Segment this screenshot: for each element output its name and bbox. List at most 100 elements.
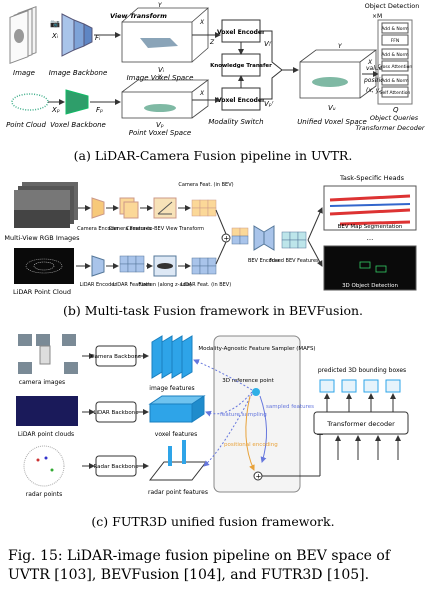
fused-bev-grid (281, 231, 307, 249)
mafs-title: Modality-Agnostic Feature Sampler (MAFS) (198, 346, 315, 352)
vp2-label: Vₚʳ (264, 100, 275, 108)
figure-caption: Fig. 15: LiDAR-image fusion pipeline on … (8, 548, 391, 583)
ref-point-icon (252, 388, 260, 396)
unified-voxel-label: Unified Voxel Space (297, 118, 367, 126)
bev-encoder-icon (253, 225, 265, 251)
lidar-encoder-label: LiDAR Encoder (80, 282, 118, 288)
lidar-features-icon (119, 255, 145, 273)
svg-text:+: + (224, 235, 230, 243)
image-backbone (61, 13, 93, 57)
decoder-block-4: Cross Attention (378, 64, 413, 70)
radar-backbone-label: Radar Backbone (93, 464, 139, 470)
axis-y-u: Y (338, 43, 343, 50)
position-label: position (363, 77, 388, 84)
radar-backbone-box (95, 455, 137, 477)
transformer-decoder-label: Transformer decoder (326, 420, 395, 428)
radar-features-plane (148, 440, 208, 481)
transformer-decoder-label: Transformer Decoder (356, 124, 426, 132)
axis-y-2: Y (158, 74, 163, 81)
axis-z-1: Z (209, 39, 215, 46)
point-voxel-label: Point Voxel Space (129, 129, 191, 137)
lidar-cloud-image (14, 248, 74, 284)
caption-c: (c) FUTR3D unified fusion framework. (91, 514, 335, 529)
point-cloud-label: Point Cloud (6, 121, 46, 129)
feature-sampling-label: feature sampling (220, 412, 267, 418)
lidar-encoder-icon (91, 255, 105, 277)
sampled-features-label: sampled features (266, 404, 314, 410)
camera-encoder-icon (91, 197, 105, 219)
cam-to-bev-label: Camera-to-BEV View Transform (126, 226, 204, 232)
camera-images-label: camera images (19, 379, 65, 386)
axis-x-2: X (199, 90, 205, 97)
fused-input-grid (231, 227, 249, 245)
image-voxel-box (121, 7, 210, 63)
image-features-label: image features (149, 385, 194, 392)
modality-switch-label: Modality Switch (208, 118, 263, 126)
voxel-features-label: voxel features (155, 431, 197, 438)
fp-label: Fₚ (96, 106, 103, 114)
camera-backbone-label: Camera Backbone (91, 354, 142, 360)
xi-label: Xᵢ (51, 32, 59, 40)
vp-label: Vₚ (156, 121, 164, 129)
caption-a: (a) LiDAR-Camera Fusion pipeline in UVTR… (73, 148, 353, 163)
vi-label: Vᵢ (158, 66, 165, 74)
lidar-feat-label: LiDAR Feat. (in BEV) (181, 282, 231, 288)
lidar-features-label: LiDAR Features (113, 282, 151, 288)
axis-x-u: X (367, 59, 373, 66)
fused-label: Fused BEV Features (269, 258, 319, 264)
radar-points-label: radar points (26, 491, 62, 498)
task-heads-label: Task-Specific Heads (339, 174, 405, 182)
flatten-label: Flatten (along z-axis) (139, 282, 192, 288)
view-transform-label: View Transform (110, 12, 167, 20)
bevfusion-panel: Multi-View RGB Images LiDAR Point Cloud … (4, 174, 417, 296)
camera-images-grid (18, 334, 78, 374)
voxel-backbone-label: Voxel Backbone (50, 121, 106, 129)
voxel-encoder-top-label: Voxel Encoder (217, 29, 265, 36)
lidar-backbone-box (95, 401, 137, 423)
camera-features-icon (119, 197, 139, 219)
vu-label: Vᵤ (328, 104, 336, 112)
axis-x-1: X (199, 19, 205, 26)
decoder-block-2: FFN (391, 38, 400, 44)
q-label: Q (393, 106, 399, 114)
transformer-decoder-box (313, 411, 409, 435)
camera-bev-grid (191, 199, 217, 217)
camera-features-label: Camera Features (109, 226, 152, 232)
lidar-clouds-label: LiDAR point clouds (18, 431, 74, 438)
lidar-bev-grid (191, 257, 217, 275)
voxel-backbone-icon (65, 89, 89, 115)
vi2-label: Vᵢʳ (264, 40, 273, 48)
camera-icon: 📷 (50, 19, 60, 28)
point-cloud-icon (11, 93, 49, 111)
voxel-encoder-bottom-label: Voxel Encoder (217, 97, 265, 104)
camera-encoder-label: Camera Encoder (77, 226, 120, 232)
lidar-clouds-image (16, 396, 78, 426)
predicted-boxes (319, 379, 401, 393)
decoder-block-5: Add & Norm (381, 78, 408, 84)
bev-encoder-label: BEV Encoder (248, 258, 281, 264)
decoder-block-3: Add & Norm (381, 52, 408, 58)
ref-point-label: 3D reference point (222, 378, 274, 384)
map-seg-label: BEV Map Segmentation (338, 224, 403, 230)
object-queries-label: Object Queries (370, 114, 419, 122)
uvtr-panel: Image 📷 Xᵢ Image Backbone View Transform… (6, 2, 426, 137)
decoder-block-1: Add & Norm (381, 26, 408, 32)
fi-label: Fᵢ (95, 34, 101, 42)
knowledge-transfer-label: Knowledge Transfer (210, 63, 272, 69)
decoder-frame (377, 19, 413, 105)
image-label: Image (13, 69, 35, 77)
unified-voxel-box (299, 49, 378, 99)
object-detection-label: Object Detection (365, 2, 420, 10)
image-backbone-label: Image Backbone (49, 69, 108, 77)
point-voxel-box (121, 79, 210, 119)
image-voxel-label: Image Voxel Space (127, 74, 194, 82)
image-features-stack (151, 335, 193, 379)
xp-label: Xₚ (51, 106, 60, 114)
radar-features-label: radar point features (148, 489, 208, 496)
caption-b: (b) Multi-task Fusion framework in BEVFu… (62, 303, 364, 318)
det-label: 3D Object Detection (342, 283, 398, 289)
camera-feat-label: Camera Feat. (in BEV) (178, 182, 233, 188)
ellipsis-label: ... (367, 234, 374, 242)
times-m-label: ×M (372, 13, 382, 20)
xyz-label: (x, y, z) (366, 87, 388, 94)
